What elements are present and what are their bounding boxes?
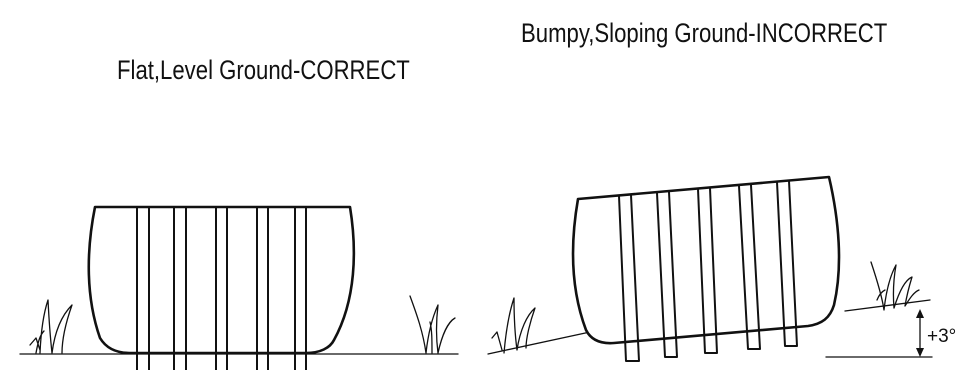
correct-panel-title: Flat,Level Ground-CORRECT (117, 55, 410, 85)
flat-ground-slats (136, 206, 307, 370)
grass-tuft-right-icon (409, 295, 456, 354)
incorrect-panel-title: Bumpy,Sloping Ground-INCORRECT (521, 18, 888, 48)
angle-label: +3° (927, 326, 956, 347)
grass-tuft-bottom-left-icon (491, 297, 536, 354)
sloped-ground-container (571, 175, 841, 345)
grass-tuft-left-icon (29, 299, 73, 354)
flat-ground-container (87, 205, 356, 355)
grass-tuft-bottom-right-icon (870, 261, 920, 311)
sloped-ground-slats (618, 180, 798, 362)
incorrect-scene: +3° (487, 175, 956, 362)
correct-scene (19, 205, 459, 370)
sloped-ground-line (487, 299, 931, 355)
angle-dimension-arrow (916, 309, 924, 357)
